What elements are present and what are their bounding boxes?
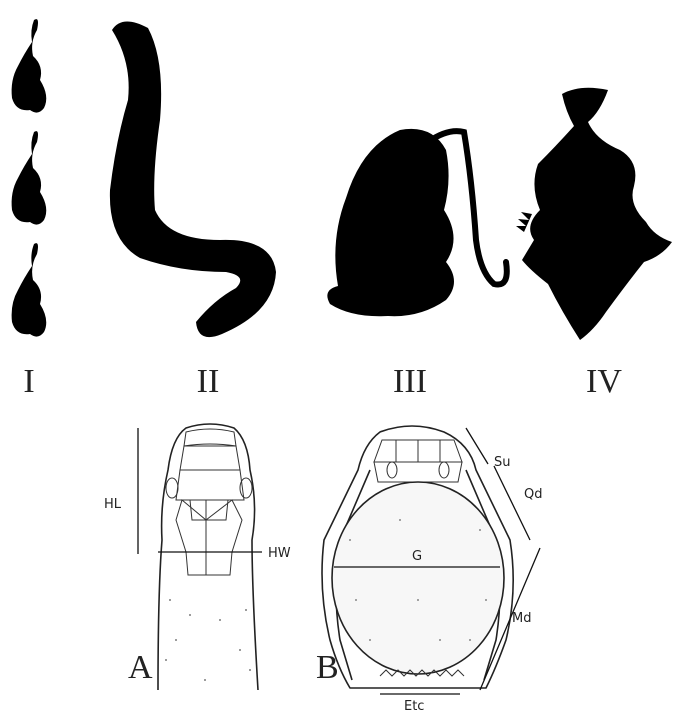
snake-head-dorsal-illustration: [138, 424, 262, 690]
measurement-md: Md: [512, 611, 531, 626]
panel-label-b: B: [316, 649, 339, 686]
panel-label-iv: IV: [586, 363, 622, 400]
prey-trio-silhouette-icon: [12, 19, 47, 336]
rodent-silhouette-icon: [327, 129, 506, 316]
measurement-etc: Etc: [404, 699, 424, 713]
fish-silhouette-icon: [516, 88, 672, 340]
measurement-qd: Qd: [524, 487, 542, 502]
measurement-g: G: [412, 549, 422, 564]
panel-label-ii: II: [197, 363, 220, 400]
measurement-hl: HL: [104, 497, 122, 512]
panel-label-a: A: [128, 649, 153, 686]
panel-label-iii: III: [393, 363, 427, 400]
measurement-hw: HW: [268, 546, 291, 561]
snake-silhouette-icon: [110, 21, 276, 337]
panel-label-i: I: [23, 363, 34, 400]
measurement-su: Su: [494, 455, 511, 470]
